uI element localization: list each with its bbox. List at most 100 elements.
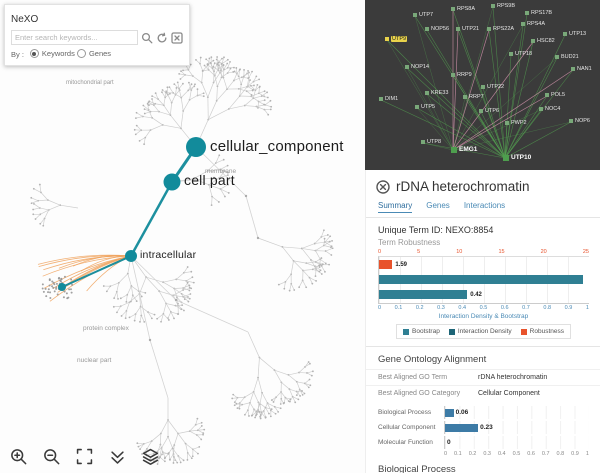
gene-node-pwp2[interactable]: PWP2	[505, 120, 527, 126]
gene-marker-icon	[456, 27, 460, 31]
gene-marker-icon	[415, 105, 419, 109]
ontology-tree-canvas[interactable]	[0, 0, 365, 473]
gene-marker-icon	[413, 13, 417, 17]
search-icon[interactable]	[141, 32, 153, 44]
term-id: Unique Term ID: NEXO:8854	[378, 225, 494, 235]
gene-node-kre33[interactable]: KRE33	[425, 90, 448, 96]
gene-node-rps9b[interactable]: RPS9B	[491, 3, 515, 9]
close-box-icon[interactable]	[171, 31, 183, 44]
gene-marker-icon	[425, 27, 429, 31]
radio-genes[interactable]: Genes	[76, 49, 111, 58]
legend-interaction-density: Interaction Density	[448, 328, 512, 335]
gene-marker-icon	[521, 22, 525, 26]
gene-node-nop6[interactable]: NOP6	[569, 118, 590, 124]
gene-node-utp22[interactable]: UTP22	[481, 84, 504, 90]
fit-to-screen-icon	[76, 448, 92, 464]
gene-node-utp21[interactable]: UTP21	[456, 26, 479, 32]
interaction-network-panel[interactable]: UTP7 RPS8A RPS9B RPS17B UTP9 NOP56 UTP21 RPS22A…	[365, 0, 600, 170]
zoom-out-icon	[43, 448, 59, 464]
expand-levels-icon	[110, 450, 124, 464]
gene-node-rrp9[interactable]: RRP9	[451, 72, 472, 78]
gene-marker-icon	[463, 95, 467, 99]
tab-summary[interactable]: Summary	[378, 201, 413, 213]
gene-node-rps4a[interactable]: RPS4A	[521, 21, 545, 27]
zoom-in-button[interactable]	[6, 444, 30, 468]
gene-node-nan1[interactable]: NAN1	[571, 66, 592, 72]
robustness-heading: Term Robustness	[378, 238, 441, 247]
gene-node-rrp7[interactable]: RRP7	[463, 94, 484, 100]
chart-legend: Bootstrap Interaction Density Robustness	[396, 324, 571, 339]
tab-genes[interactable]: Genes	[426, 201, 450, 210]
gene-node-rps17b[interactable]: RPS17B	[525, 10, 552, 16]
gene-node-utp9[interactable]: UTP9	[385, 36, 408, 42]
search-panel: NeXO By : Keywords Genes	[4, 4, 190, 66]
gene-node-utp7[interactable]: UTP7	[413, 12, 433, 18]
network-edges	[380, 6, 574, 159]
search-input[interactable]	[11, 30, 138, 45]
detail-tabs: Summary Genes Interactions	[366, 198, 600, 218]
robustness-bar-robustness: 1.59	[379, 260, 589, 269]
zoom-out-button[interactable]	[39, 444, 63, 468]
gene-node-rps8a[interactable]: RPS8A	[451, 6, 475, 12]
search-by-label: By :	[11, 50, 24, 59]
gene-marker-icon	[491, 4, 495, 8]
biological-process-heading: Biological Process	[378, 464, 456, 473]
gene-marker-icon	[509, 52, 513, 56]
divider	[366, 346, 600, 347]
gene-marker-icon	[481, 85, 485, 89]
gene-node-bud21[interactable]: BUD21	[555, 54, 579, 60]
gene-marker-icon	[479, 109, 483, 113]
gene-marker-icon	[425, 91, 429, 95]
zoom-in-icon	[10, 448, 26, 464]
radio-dot-icon	[76, 49, 86, 58]
gene-node-utp10[interactable]: UTP10	[503, 154, 531, 161]
gene-node-utp6[interactable]: UTP6	[479, 108, 499, 114]
legend-bootstrap: Bootstrap	[403, 328, 440, 335]
gene-node-utp5[interactable]: UTP5	[415, 104, 435, 110]
gene-marker-icon	[539, 107, 543, 111]
expand-levels-button[interactable]	[105, 444, 129, 468]
gene-node-rps22a[interactable]: RPS22A	[487, 26, 514, 32]
gene-node-nop14[interactable]: NOP14	[405, 64, 429, 70]
gene-node-hsc82[interactable]: HSC82	[531, 38, 555, 44]
search-mode-radios: Keywords Genes	[29, 49, 111, 60]
gene-marker-icon	[451, 7, 455, 11]
gene-node-nop56[interactable]: NOP56	[425, 26, 449, 32]
gene-node-utp18[interactable]: UTP18	[509, 51, 532, 57]
radio-keywords[interactable]: Keywords	[29, 49, 75, 58]
gene-node-emg1[interactable]: EMG1	[451, 146, 477, 153]
go-alignment-heading: Gene Ontology Alignment	[378, 354, 487, 365]
gene-marker-icon	[421, 140, 425, 144]
close-circle-icon[interactable]	[376, 179, 390, 194]
gene-node-dim1[interactable]: DIM1	[379, 96, 398, 102]
gene-node-utp8[interactable]: UTP8	[421, 139, 441, 145]
gene-node-utp13[interactable]: UTP13	[563, 31, 586, 37]
legend-robustness: Robustness	[520, 328, 564, 335]
gene-marker-icon	[531, 39, 535, 43]
gene-node-noc4[interactable]: NOC4	[539, 106, 560, 112]
view-toolbar	[6, 444, 162, 468]
tab-interactions[interactable]: Interactions	[463, 201, 506, 210]
gene-node-pol5[interactable]: POL5	[545, 92, 565, 98]
robustness-bar-bootstrap	[379, 275, 589, 284]
gene-marker-icon	[525, 11, 529, 15]
gene-marker-icon	[379, 97, 383, 101]
gene-marker-icon	[451, 73, 455, 77]
gene-marker-icon	[555, 55, 559, 59]
robustness-bar-interaction-density: 0.42	[379, 290, 589, 299]
gene-marker-icon	[451, 146, 457, 153]
refresh-icon[interactable]	[156, 32, 168, 44]
fit-to-screen-button[interactable]	[72, 444, 96, 468]
layers-button[interactable]	[138, 444, 162, 468]
